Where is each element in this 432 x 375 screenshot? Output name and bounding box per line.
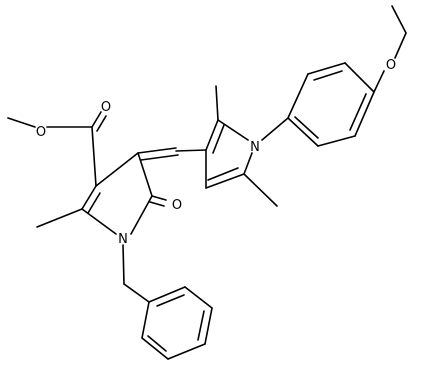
bond-pyr-methyl-bottom [243,173,278,207]
bond-ring1-c3-c4 [95,152,139,187]
bond-ch2-ch3 [391,5,407,34]
bond-pyr-c5-c4 [205,173,245,189]
bond-ph-d3 [147,335,167,352]
bond-ring1-c2-c3-double [87,192,101,214]
bond-ester-methyl [7,117,36,128]
bond-ph-1 [148,286,186,303]
bond-ester-ring [91,126,97,187]
bond-ar-o [373,70,385,93]
bonds [7,5,407,360]
bond-carbonyl-a [91,111,102,128]
atom-n-pyrrole: N [250,140,260,155]
bond-ph-d1 [156,294,185,307]
bond-ph-6 [141,301,150,339]
bond-pyr-c5-c4-double [207,167,239,181]
bond-ph-3 [204,307,213,345]
bond-ring1-c2-c3 [81,185,97,210]
bond-ar-d1 [313,70,343,81]
bond-exo-to-pyrrole [175,149,207,152]
bond-pyr-c3-c2 [205,119,219,151]
bond-ar-d3 [294,116,319,139]
bond-ar-3 [344,62,375,93]
atom-n-pyrrolone: N [118,232,128,247]
bond-lactam-co-b [149,201,165,207]
atom-o-lactam: O [172,198,182,213]
bond-pyr-n-c5 [243,152,253,175]
bond-ph-d2 [197,310,205,341]
bond-ph-4 [167,343,206,360]
bond-lactam-co-a [151,195,167,201]
bond-ring1-c5-n [130,195,153,235]
bond-carbonyl-b [96,115,107,132]
atom-o-ester-carbonyl: O [101,100,111,115]
bond-ar-5 [317,135,356,147]
bond-ar-1 [287,73,309,119]
bond-pyr-c2-n [217,119,249,141]
bond-pyr-c3-c2-double [212,124,225,154]
bond-ar-6 [287,117,319,147]
atom-labels: O O O N N O [36,58,396,247]
bond-ar-d2 [349,93,367,131]
bond-n-ch2 [122,244,125,285]
bond-ring1-n-c2 [81,208,117,235]
bond-ring1-methyl [36,208,83,228]
atom-o-ether: O [386,58,396,73]
bond-o-ch2 [394,32,407,59]
bond-ar-2 [307,62,346,75]
bond-n-aryl [261,117,289,141]
bond-exo-double-a [137,147,177,154]
bond-ph-5 [141,337,169,360]
bond-ph-2 [184,286,213,309]
bond-ar-4 [354,91,375,137]
atom-o-ester-single: O [36,125,46,140]
bond-exo-double-b [140,154,179,161]
bond-pyr-methyl-top [215,85,219,121]
bond-ch2-ph [123,283,150,303]
